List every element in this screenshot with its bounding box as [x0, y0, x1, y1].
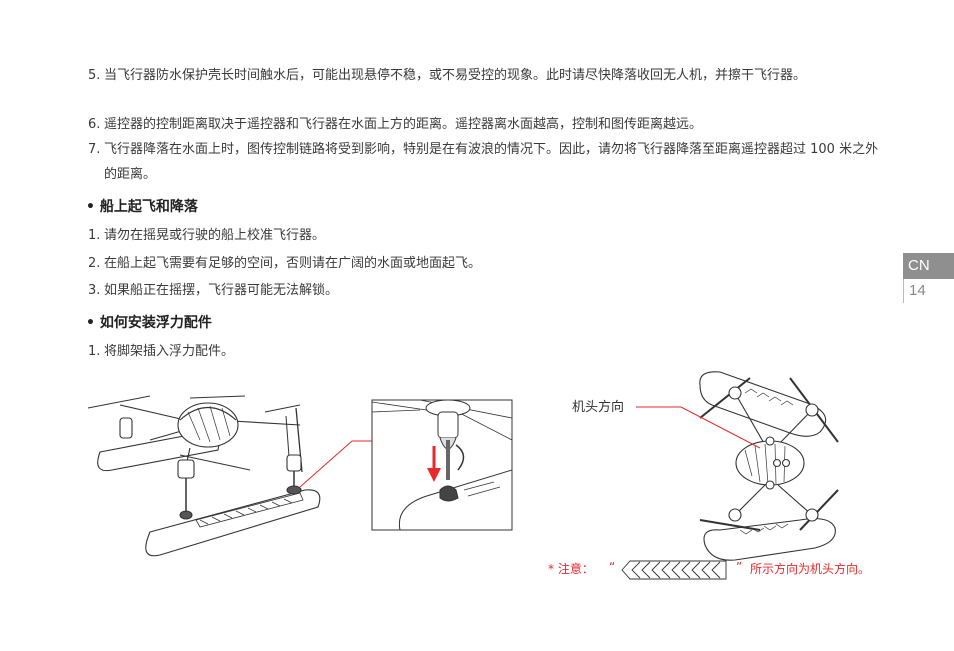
list-item: 3. 如果船正在摇摆，飞行器可能无法解锁。: [88, 278, 888, 303]
chevron-arrow-icon: [621, 560, 727, 580]
nose-direction-label: 机头方向: [572, 400, 625, 415]
item-number: 1.: [88, 344, 101, 359]
item-text: 如果船正在摇摆，飞行器可能无法解锁。: [104, 283, 339, 298]
list-item: 1. 请勿在摇晃或行驶的船上校准飞行器。: [88, 223, 888, 248]
item-number: 6.: [88, 117, 101, 132]
item-text: 请勿在摇晃或行驶的船上校准飞行器。: [104, 228, 326, 243]
down-arrow-icon: [427, 468, 441, 482]
note-open-quote: “: [609, 560, 616, 574]
bottom-float: [703, 518, 836, 561]
note-suffix: 所示方向为机头方向。: [750, 562, 871, 576]
item-text: 将脚架插入浮力配件。: [104, 344, 235, 359]
note-close-quote: ”: [736, 560, 743, 574]
drone-perspective-illustration: [87, 395, 321, 557]
section-heading-boat-takeoff: • 船上起飞和降落: [86, 199, 198, 215]
list-item-6: 6. 遥控器的控制距离取决于遥控器和飞行器在水面上方的距离。遥控器离水面越高，控…: [88, 112, 888, 137]
direction-leader-line: [636, 406, 761, 449]
callout-line: [299, 440, 372, 488]
detail-inset: [371, 399, 513, 531]
item-number: 5.: [88, 68, 101, 83]
side-tab-language: CN: [903, 253, 954, 279]
section-heading-float-install: • 如何安装浮力配件: [86, 315, 212, 331]
list-item-7: 7. 飞行器降落在水面上时，图传控制链路将受到影响，特别是在有波浪的情况下。因此…: [88, 137, 888, 187]
list-item-5: 5. 当飞行器防水保护壳长时间触水后，可能出现悬停不稳，或不易受控的现象。此时请…: [88, 63, 888, 88]
item-text: 飞行器降落在水面上时，图传控制链路将受到影响，特别是在有波浪的情况下。因此，请勿…: [104, 142, 879, 182]
item-number: 3.: [88, 283, 101, 298]
item-number: 7.: [88, 142, 101, 157]
item-text: 在船上起飞需要有足够的空间，否则请在广阔的水面或地面起飞。: [104, 256, 482, 271]
item-number: 2.: [88, 256, 101, 271]
item-text: 遥控器的控制距离取决于遥控器和飞行器在水面上方的距离。遥控器离水面越高，控制和图…: [104, 117, 703, 132]
side-tab: CN 14: [903, 253, 954, 303]
note-prefix: * 注意：: [548, 562, 594, 576]
list-item: 1. 将脚架插入浮力配件。: [88, 339, 888, 364]
right-float: [145, 489, 321, 557]
drone-top-view-illustration: [699, 371, 839, 561]
item-number: 1.: [88, 228, 101, 243]
item-text: 当飞行器防水保护壳长时间触水后，可能出现悬停不稳，或不易受控的现象。此时请尽快降…: [104, 68, 807, 83]
side-tab-page-number: 14: [903, 279, 954, 303]
list-item: 2. 在船上起飞需要有足够的空间，否则请在广阔的水面或地面起飞。: [88, 251, 888, 276]
